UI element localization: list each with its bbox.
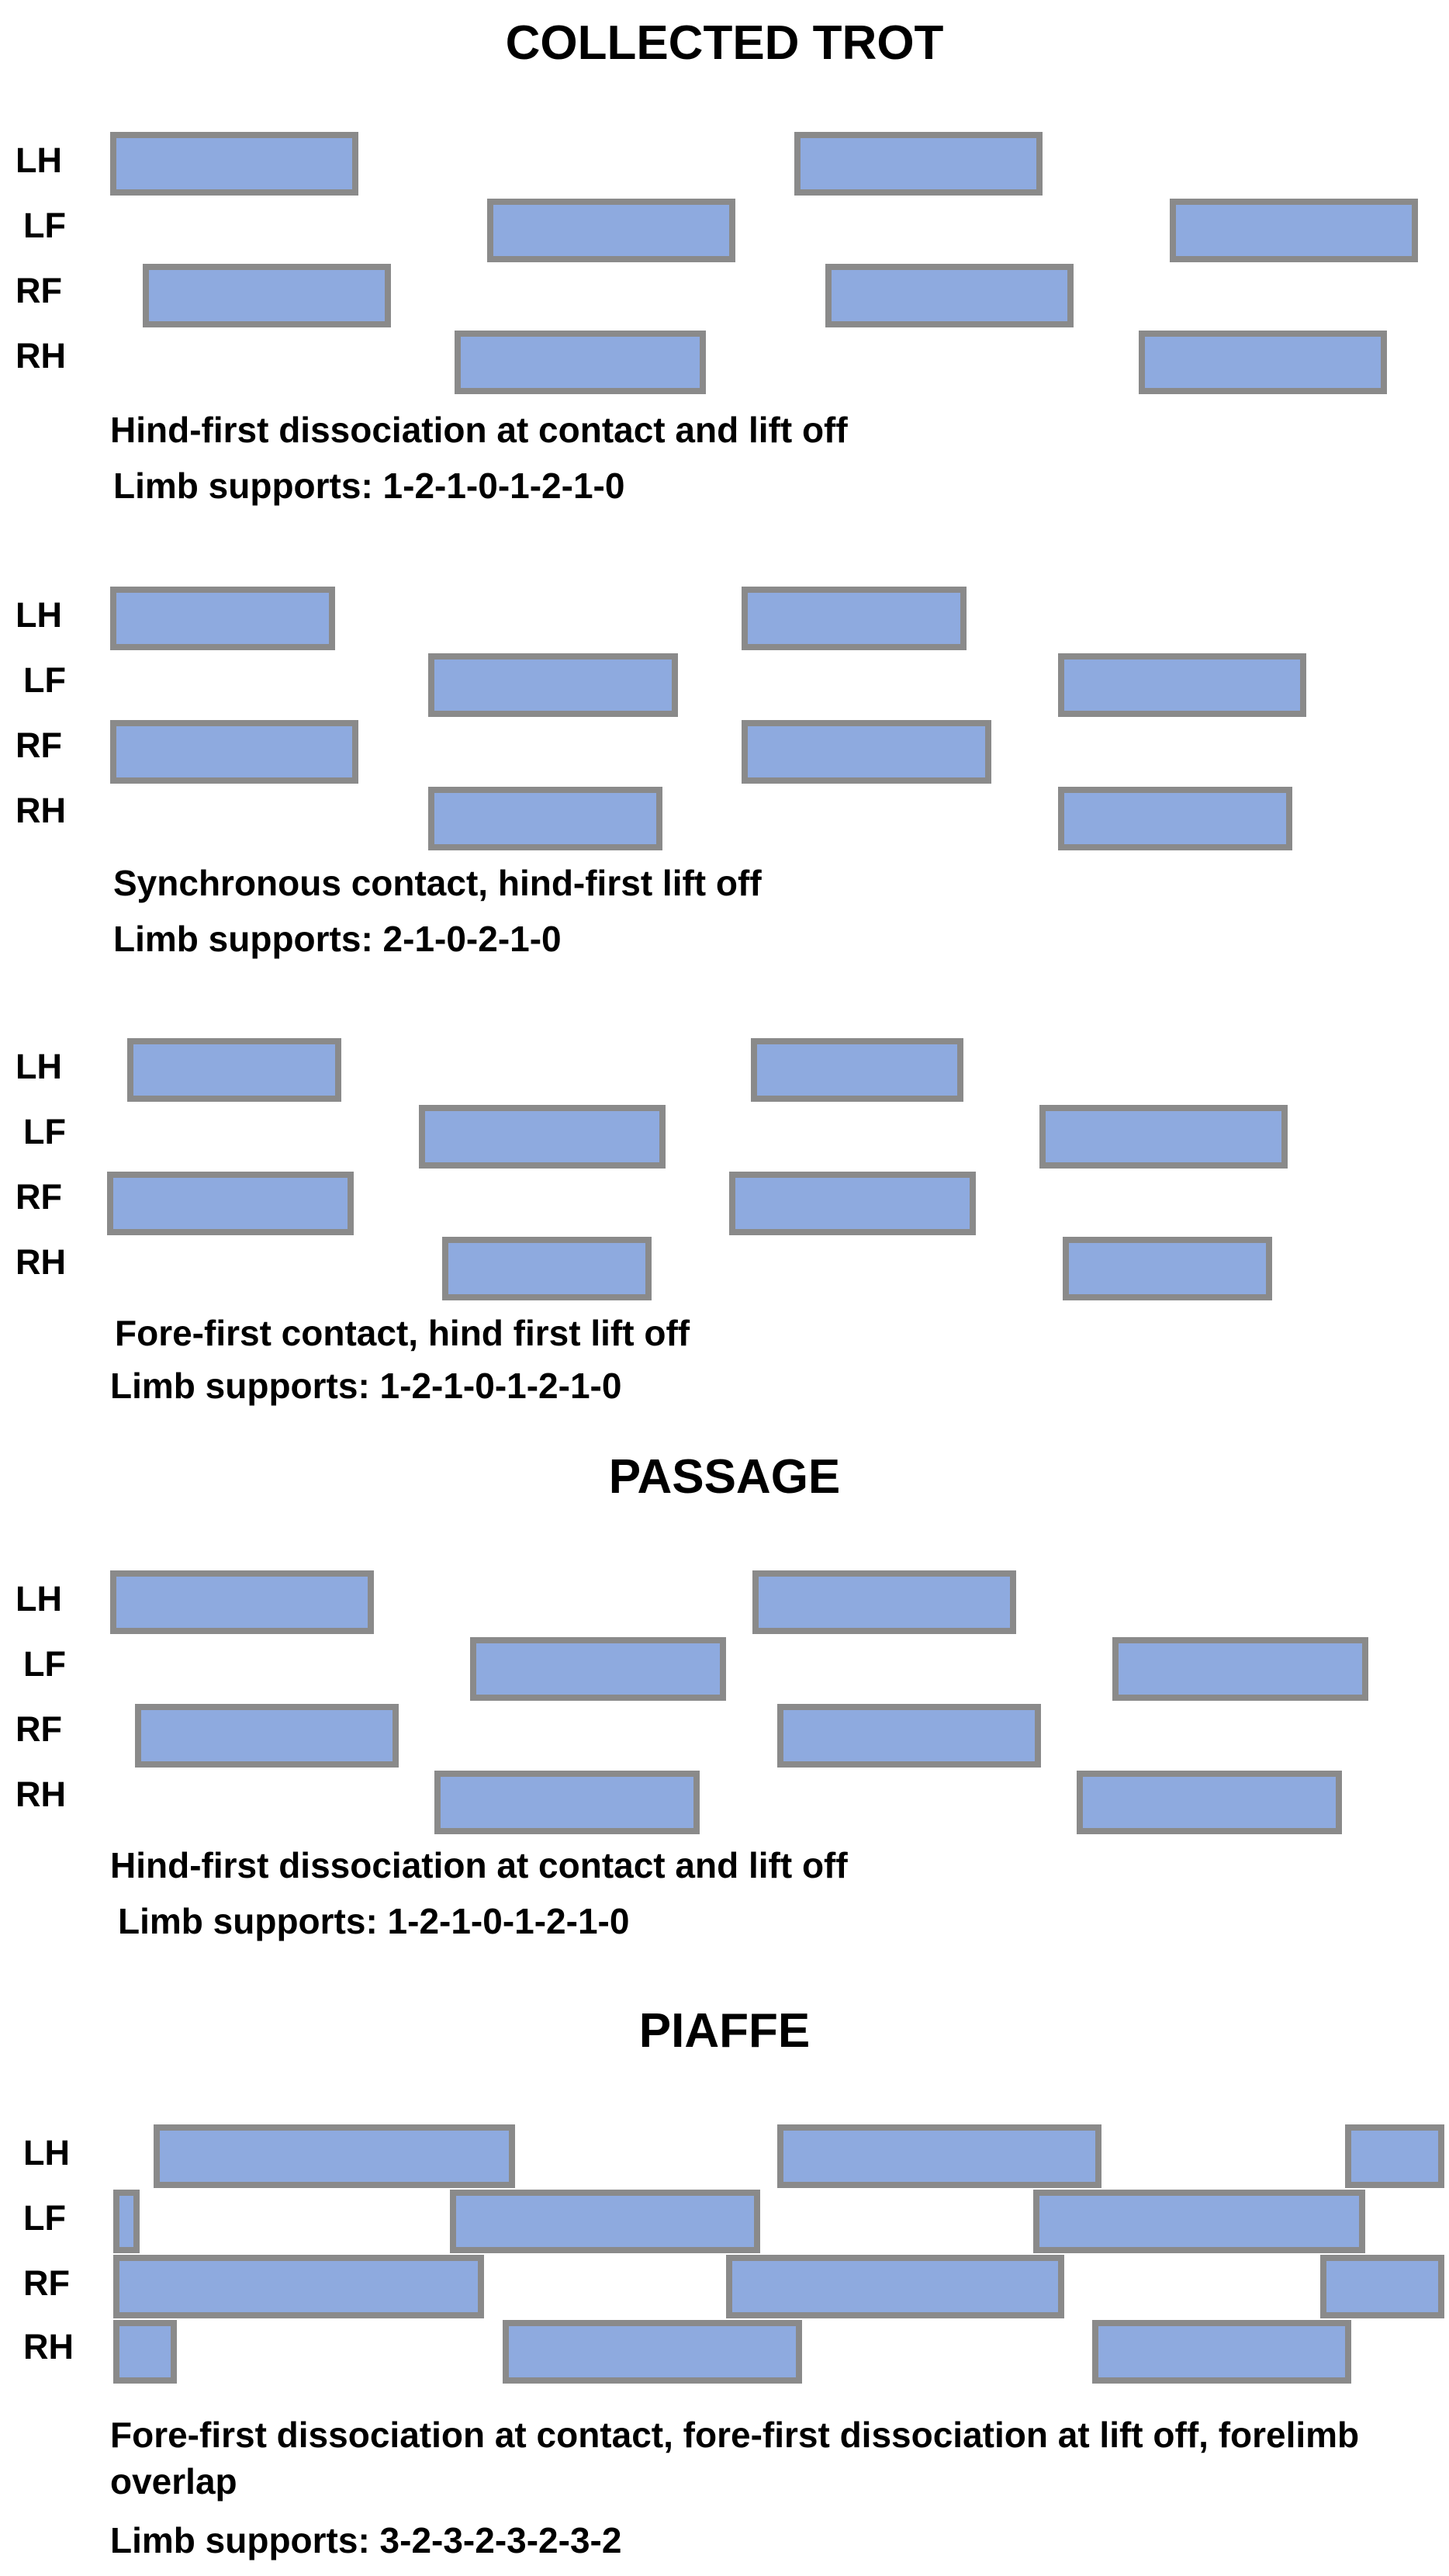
stance-bar-lh [751,1038,963,1102]
limb-supports: Limb supports: 3-2-3-2-3-2-3-2 [110,2520,622,2560]
limb-label-rh: RH [23,2327,74,2367]
gait-description: Hind-first dissociation at contact and l… [110,410,848,450]
stance-bar-rf [107,1172,354,1235]
limb-label-lh: LH [16,140,62,180]
limb-supports: Limb supports: 1-2-1-0-1-2-1-0 [110,1366,622,1406]
heading-collected-trot: COLLECTED TROT [505,16,944,70]
stance-bar-rh [1058,787,1292,850]
stance-bar-lf [1112,1637,1368,1701]
stance-bar-rh [434,1771,700,1834]
stance-bar-rf [110,720,358,784]
stance-bar-rf [113,2255,484,2318]
stance-bar-rh [113,2320,177,2384]
stance-bar-lf [1058,653,1306,717]
stance-bar-rf [1320,2255,1444,2318]
stance-bar-lh [1345,2124,1444,2188]
stance-bar-lf [470,1637,726,1701]
limb-supports: Limb supports: 1-2-1-0-1-2-1-0 [118,1901,630,1941]
stance-bar-rf [825,264,1074,327]
stance-bar-rf [729,1172,976,1235]
stance-bar-rh [1139,331,1387,394]
stance-bar-lf [450,2190,760,2253]
stance-bar-rf [742,720,991,784]
limb-label-lf: LF [23,660,66,700]
limb-label-rf: RF [16,1709,62,1749]
stance-bar-lf [428,653,678,717]
limb-label-rh: RH [16,791,66,830]
gait-description: Fore-first contact, hind first lift off [115,1313,690,1353]
stance-bar-lh [742,587,967,650]
stance-bar-lh [110,1570,374,1634]
stance-bar-rf [726,2255,1064,2318]
limb-label-lh: LH [16,1047,62,1086]
stance-bar-rf [143,264,391,327]
gait-description: Synchronous contact, hind-first lift off [113,863,762,903]
stance-bar-lf [487,199,735,262]
limb-label-rf: RF [16,1177,62,1217]
limb-label-rf: RF [23,2263,70,2303]
limb-label-rf: RF [16,725,62,765]
heading-passage: PASSAGE [608,1450,841,1504]
stance-bar-rf [777,1704,1041,1768]
limb-label-lf: LF [23,1112,66,1151]
heading-piaffe: PIAFFE [638,2004,811,2058]
limb-label-rh: RH [16,336,66,376]
limb-label-rh: RH [16,1242,66,1282]
limb-supports: Limb supports: 2-1-0-2-1-0 [113,919,562,959]
stance-bar-rh [442,1237,652,1300]
stance-bar-lh [794,132,1043,196]
stance-bar-lh [777,2124,1101,2188]
stance-bar-lf [1170,199,1418,262]
limb-label-lf: LF [23,1644,66,1684]
limb-label-lf: LF [23,2198,66,2238]
stance-bar-rh [1063,1237,1272,1300]
limb-supports: Limb supports: 1-2-1-0-1-2-1-0 [113,466,625,506]
stance-bar-lf [1039,1105,1288,1169]
stance-bar-lh [154,2124,515,2188]
stance-bar-rh [1077,1771,1342,1834]
stance-bar-rh [428,787,662,850]
stance-bar-rh [503,2320,802,2384]
gait-description: Hind-first dissociation at contact and l… [110,1845,848,1885]
stance-bar-lf [1033,2190,1365,2253]
stance-bar-rf [135,1704,399,1768]
limb-label-lh: LH [23,2133,70,2173]
stance-bar-lh [110,132,358,196]
stance-bar-rh [455,331,706,394]
limb-label-rh: RH [16,1774,66,1814]
stance-bar-rh [1092,2320,1351,2384]
limb-label-rf: RF [16,271,62,310]
stance-bar-lh [110,587,335,650]
stance-bar-lf [113,2190,140,2253]
stance-bar-lh [752,1570,1016,1634]
stance-bar-lh [127,1038,341,1102]
gait-description: Fore-first dissociation at contact, fore… [110,2415,1360,2502]
limb-label-lh: LH [16,595,62,635]
limb-label-lf: LF [23,206,66,245]
limb-label-lh: LH [16,1579,62,1619]
stance-bar-lf [419,1105,666,1169]
